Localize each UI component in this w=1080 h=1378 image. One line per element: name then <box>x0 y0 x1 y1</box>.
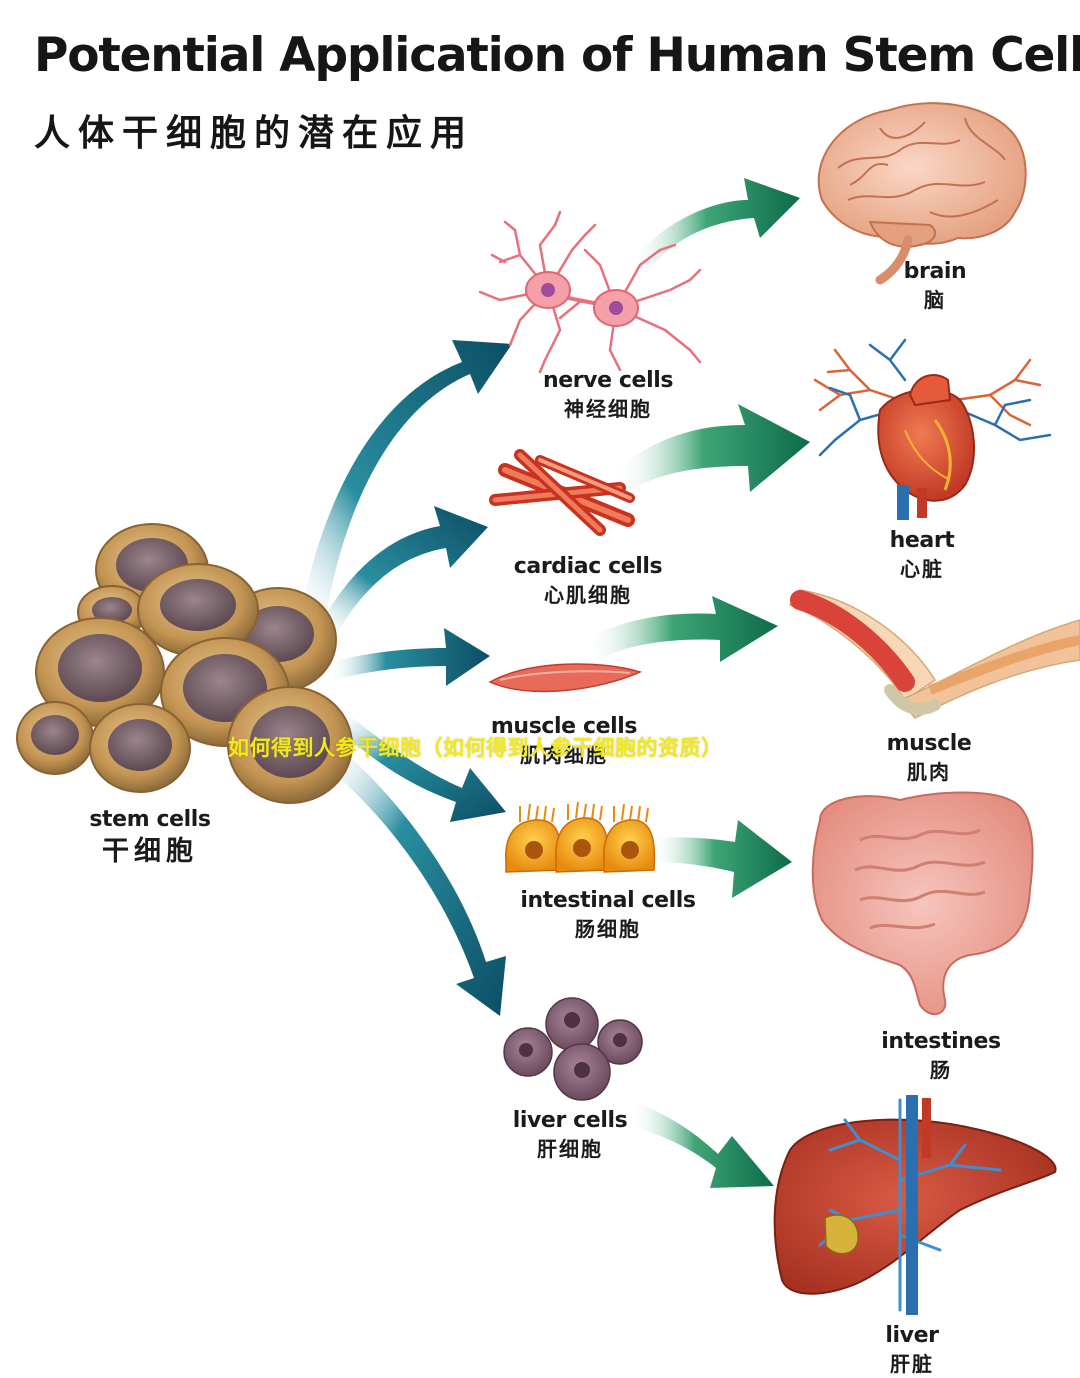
heart-illustration <box>813 338 1052 520</box>
liver-cells-illustration <box>503 997 643 1101</box>
intestines-label-zh: 肠 <box>930 1058 952 1082</box>
arm-muscle-illustration <box>788 589 1080 719</box>
muscle-cell-illustration <box>488 663 643 693</box>
intestinal-cells-label: intestinal cells 肠细胞 <box>503 887 713 943</box>
cardiac-cells-label: cardiac cells 心肌细胞 <box>498 553 678 609</box>
heart-label-en: heart <box>889 528 955 553</box>
liver-label: liver 肝脏 <box>852 1322 972 1378</box>
title-english: Potential Application of Human Stem Cell… <box>34 28 1080 83</box>
intestines-illustration <box>811 791 1034 1015</box>
cardiac-cells-label-zh: 心肌细胞 <box>544 583 632 607</box>
stem-cells-label: stem cells 干细胞 <box>80 806 220 870</box>
liver-label-zh: 肝脏 <box>890 1352 934 1376</box>
arrow-to-cardiac-cells <box>320 506 488 632</box>
nerve-cell-bodies <box>525 271 639 327</box>
stem-cells-illustration <box>16 523 353 804</box>
arrow-to-intestinal-cells <box>340 712 506 822</box>
arrow-to-liver <box>630 1102 774 1188</box>
arrow-to-muscle-cells <box>330 628 490 686</box>
intestinal-cells-label-zh: 肠细胞 <box>575 917 641 941</box>
title-chinese: 人体干细胞的潜在应用 <box>34 113 475 154</box>
intestines-label-en: intestines <box>881 1029 1001 1054</box>
brain-illustration <box>817 102 1027 285</box>
nerve-cells-label-en: nerve cells <box>542 368 674 393</box>
muscle-label: muscle 肌肉 <box>864 730 994 786</box>
stem-cells-label-en: stem cells <box>89 807 211 832</box>
cardiac-cells-illustration <box>489 449 635 536</box>
muscle-label-zh: 肌肉 <box>907 760 951 784</box>
intestinal-cells-illustration <box>505 801 656 873</box>
arrow-to-muscle <box>585 596 778 662</box>
muscle-cells-label: muscle cells 肌肉细胞 <box>474 713 654 769</box>
brain-label-en: brain <box>903 259 967 284</box>
liver-cells-label-zh: 肝细胞 <box>537 1137 603 1161</box>
arrow-to-nerve-cells <box>300 340 512 615</box>
liver-label-en: liver <box>885 1323 939 1348</box>
brain-label-zh: 脑 <box>924 288 946 312</box>
muscle-label-en: muscle <box>886 731 972 756</box>
brain-label: brain 脑 <box>875 258 995 314</box>
heart-label-zh: 心脏 <box>900 557 944 581</box>
stem-cells-label-zh: 干细胞 <box>102 836 198 867</box>
liver-illustration <box>773 1095 1057 1315</box>
arrow-to-liver-cells <box>330 748 506 1016</box>
cardiac-cells-label-en: cardiac cells <box>513 554 663 579</box>
intestinal-cells-label-en: intestinal cells <box>520 888 696 913</box>
liver-cells-label: liver cells 肝细胞 <box>490 1107 650 1163</box>
arrow-to-intestines <box>650 820 792 898</box>
watermark-caption: 如何得到人参干细胞（如何得到人参干细胞的资质） <box>228 736 723 760</box>
muscle-cells-label-zh: 肌肉细胞 <box>520 743 608 767</box>
liver-cells-label-en: liver cells <box>512 1108 628 1133</box>
intestines-label: intestines 肠 <box>866 1028 1016 1084</box>
muscle-cells-label-en: muscle cells <box>490 714 638 739</box>
nerve-cells-label-zh: 神经细胞 <box>564 397 652 421</box>
heart-label: heart 心脏 <box>862 527 982 583</box>
nerve-cells-label: nerve cells 神经细胞 <box>528 367 688 423</box>
arrow-to-heart <box>615 404 810 492</box>
